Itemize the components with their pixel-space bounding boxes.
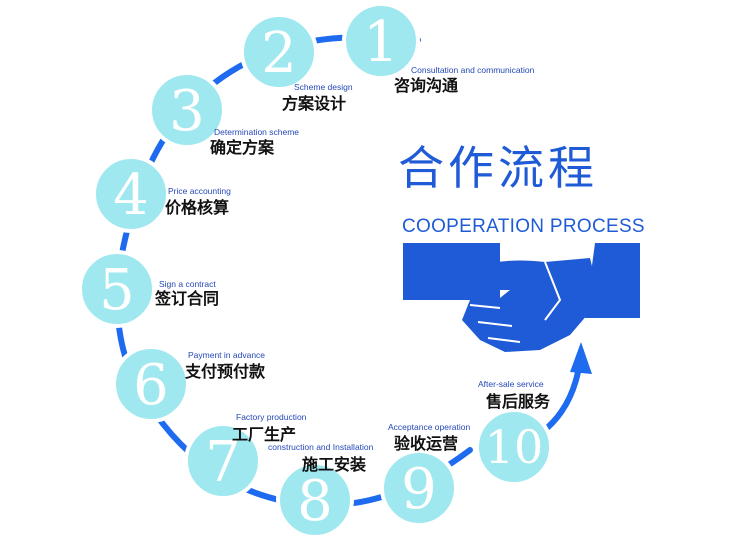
step-3-caption-zh: 确定方案 (210, 138, 275, 157)
title-chinese: 合作流程 (398, 141, 598, 195)
step-3-circle (148, 71, 226, 149)
step-8-number: 8 (297, 469, 333, 534)
step-4-number: 4 (113, 163, 149, 228)
step-2-caption-zh: 方案设计 (282, 94, 347, 113)
step-6-caption-zh: 支付预付款 (185, 362, 266, 381)
step-6-caption-en: Payment in advance (188, 350, 266, 360)
step-8-caption-en: construction and Installation (268, 442, 374, 452)
step-9-caption-zh: 验收运营 (394, 434, 459, 453)
step-5-caption-zh: 签订合同 (155, 289, 220, 308)
step-6-circle (112, 345, 190, 423)
step-3-caption-en: Determination scheme (214, 127, 300, 137)
step-9-circle (380, 449, 458, 527)
step-4-caption-en: Price accounting (168, 186, 231, 196)
title-english: COOPERATION PROCESS (402, 216, 645, 237)
step-2-circle (240, 13, 318, 91)
step-3-number: 3 (169, 79, 205, 144)
step-5-caption-en: Sign a contract (159, 279, 216, 289)
step-7-number: 7 (205, 430, 241, 495)
step-7-caption-en: Factory production (236, 412, 307, 422)
step-2-number: 2 (261, 21, 297, 86)
step-10-caption-zh: 售后服务 (486, 392, 551, 411)
step-5-number: 5 (99, 258, 135, 323)
step-10-caption-en: After-sale service (478, 379, 544, 389)
step-1-caption-en: Consultation and communication (411, 65, 535, 75)
step-9-number: 9 (401, 457, 437, 522)
step-1-number: 1 (363, 10, 399, 75)
step-4-circle (92, 155, 170, 233)
handshake-icon (403, 243, 640, 352)
arrow-head (570, 342, 592, 374)
step-8-caption-zh: 施工安装 (302, 455, 367, 474)
step-2-caption-en: Scheme design (294, 82, 353, 92)
step-6-number: 6 (133, 353, 169, 418)
step-circles: 1 234 5 678 9 10 (78, 2, 553, 539)
step-7-caption-zh: 工厂生产 (232, 425, 297, 444)
step-9-caption-en: Acceptance operation (388, 422, 471, 432)
step-10-number: 10 (485, 420, 544, 474)
step-1-circle (342, 2, 420, 80)
step-10-circle (475, 408, 553, 486)
step-1-caption-zh: 咨询沟通 (394, 76, 459, 95)
step-8-circle (276, 461, 354, 539)
step-7-circle (184, 422, 262, 500)
step-5-circle (78, 250, 156, 328)
step-4-caption-zh: 价格核算 (165, 198, 230, 217)
